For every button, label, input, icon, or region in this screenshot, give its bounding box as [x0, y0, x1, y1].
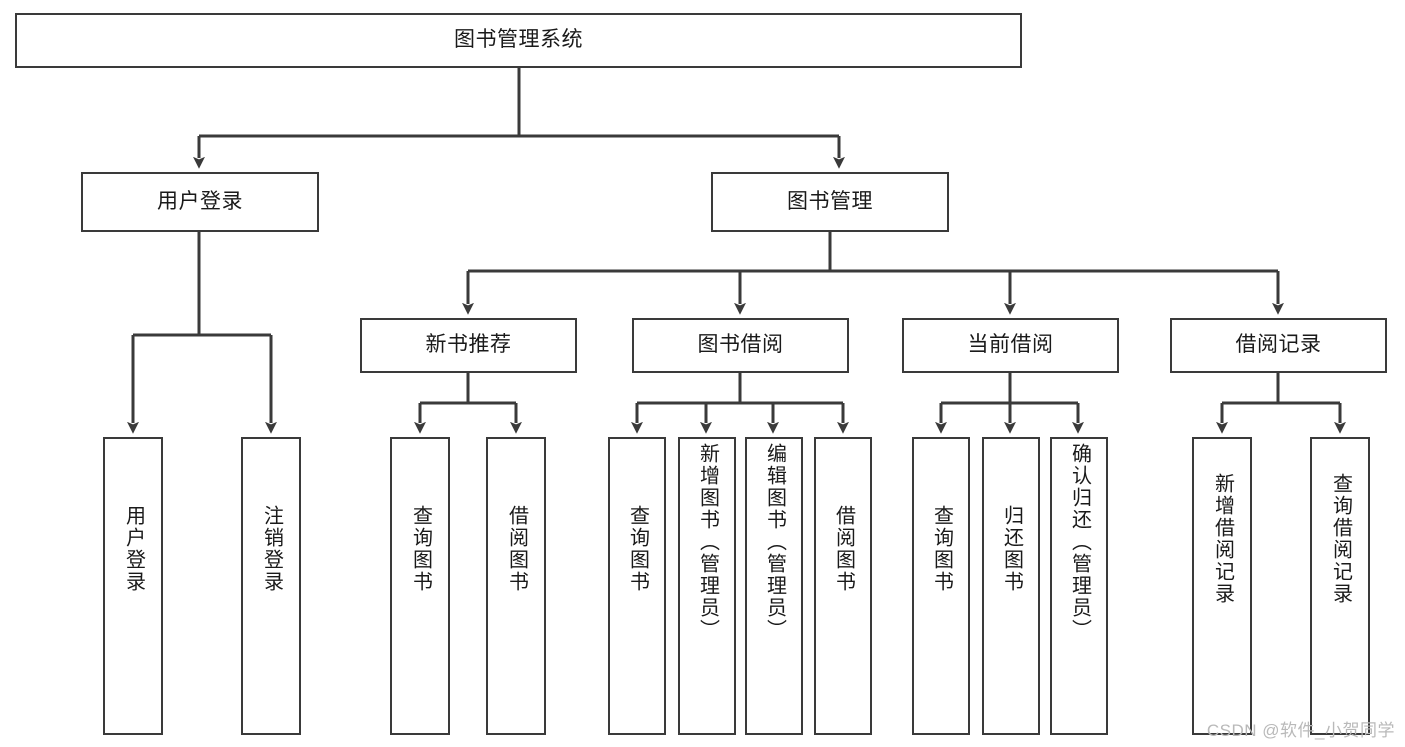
node-book-borrow[interactable]: 图书借阅	[632, 318, 849, 373]
node-root[interactable]: 图书管理系统	[15, 13, 1022, 68]
leaf-new-book-rec-2-label: 借阅图书	[505, 505, 528, 593]
leaf-book-borrow-4[interactable]: 借阅图书	[814, 437, 872, 735]
leaf-book-borrow-4-label: 借阅图书	[832, 505, 855, 593]
node-book-manage-label: 图书管理	[787, 189, 873, 213]
leaf-borrow-record-1[interactable]: 新增借阅记录	[1192, 437, 1252, 735]
leaf-book-borrow-1[interactable]: 查询图书	[608, 437, 666, 735]
leaf-book-borrow-3-label: 编辑图书（管理员）	[763, 443, 786, 641]
node-borrow-record[interactable]: 借阅记录	[1170, 318, 1387, 373]
node-new-book-rec-label: 新书推荐	[425, 333, 512, 357]
node-book-borrow-label: 图书借阅	[697, 333, 784, 357]
node-user-login[interactable]: 用户登录	[81, 172, 319, 232]
leaf-book-borrow-2-label: 新增图书（管理员）	[696, 443, 719, 641]
leaf-current-borrow-3-label: 确认归还（管理员）	[1068, 443, 1091, 641]
leaf-current-borrow-3[interactable]: 确认归还（管理员）	[1050, 437, 1108, 735]
leaf-user-login-1[interactable]: 用户登录	[103, 437, 163, 735]
node-new-book-rec[interactable]: 新书推荐	[360, 318, 577, 373]
node-current-borrow[interactable]: 当前借阅	[902, 318, 1119, 373]
node-borrow-record-label: 借阅记录	[1235, 333, 1322, 357]
leaf-user-login-1-label: 用户登录	[122, 505, 145, 593]
leaf-borrow-record-2[interactable]: 查询借阅记录	[1310, 437, 1370, 735]
leaf-current-borrow-2[interactable]: 归还图书	[982, 437, 1040, 735]
leaf-current-borrow-1[interactable]: 查询图书	[912, 437, 970, 735]
leaf-book-borrow-2[interactable]: 新增图书（管理员）	[678, 437, 736, 735]
node-user-login-label: 用户登录	[157, 189, 243, 213]
leaf-borrow-record-1-label: 新增借阅记录	[1211, 473, 1234, 605]
leaf-new-book-rec-1[interactable]: 查询图书	[390, 437, 450, 735]
leaf-current-borrow-1-label: 查询图书	[930, 505, 953, 593]
leaf-user-login-2-label: 注销登录	[260, 505, 283, 593]
leaf-borrow-record-2-label: 查询借阅记录	[1329, 473, 1352, 605]
leaf-new-book-rec-2[interactable]: 借阅图书	[486, 437, 546, 735]
leaf-new-book-rec-1-label: 查询图书	[409, 505, 432, 593]
leaf-user-login-2[interactable]: 注销登录	[241, 437, 301, 735]
leaf-book-borrow-1-label: 查询图书	[626, 505, 649, 593]
node-current-borrow-label: 当前借阅	[967, 333, 1054, 357]
node-root-label: 图书管理系统	[454, 28, 583, 52]
leaf-book-borrow-3[interactable]: 编辑图书（管理员）	[745, 437, 803, 735]
leaf-current-borrow-2-label: 归还图书	[1000, 505, 1023, 593]
node-book-manage[interactable]: 图书管理	[711, 172, 949, 232]
csdn-watermark: CSDN @软件_小贺同学	[1206, 721, 1395, 740]
